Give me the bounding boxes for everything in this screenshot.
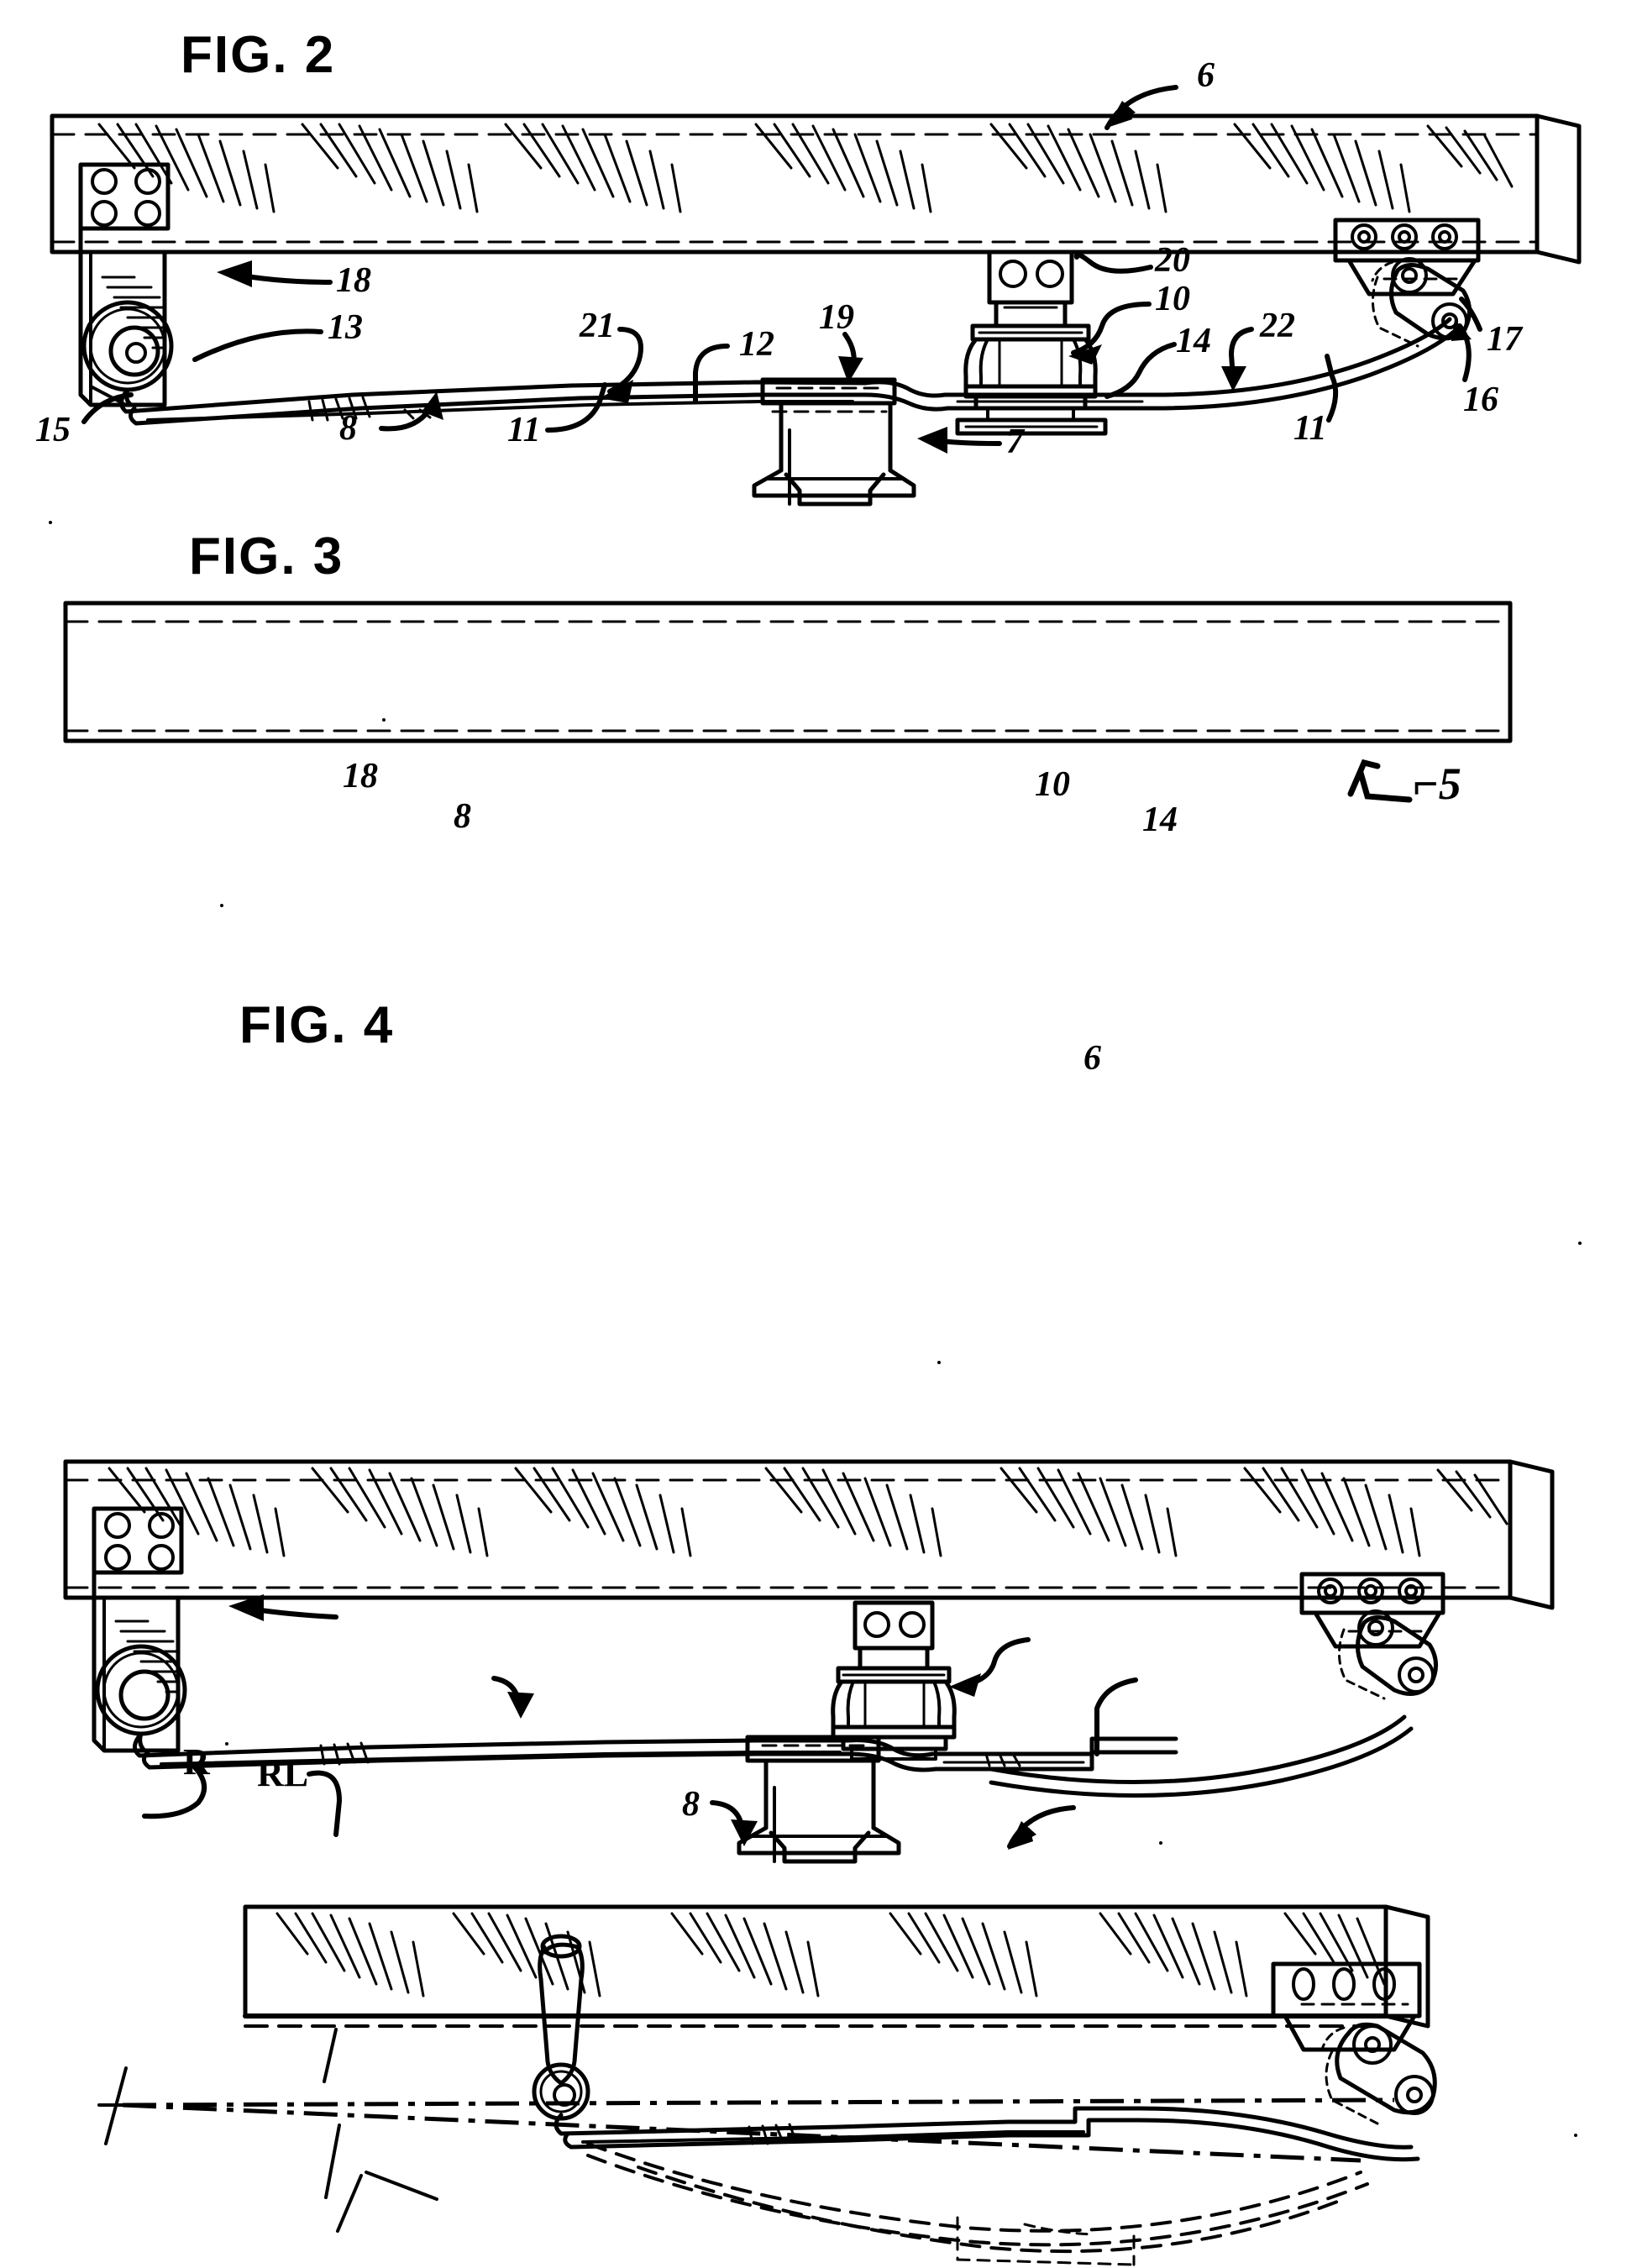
fig2-label-17: 17 xyxy=(1487,320,1522,359)
fig3-label-14: 14 xyxy=(1142,801,1178,839)
figure-4-drawing xyxy=(97,1904,1437,2266)
fig2-label-20: 20 xyxy=(1155,241,1190,280)
fig2-label-19: 19 xyxy=(819,298,854,337)
fig2-label-15: 15 xyxy=(35,411,71,449)
figure-3-title: FIG. 3 xyxy=(189,528,344,585)
figure-4-leaders xyxy=(142,1765,1076,1850)
fig2-label-8: 8 xyxy=(339,409,357,448)
fig2-label-13: 13 xyxy=(328,308,363,347)
fig2-label-14: 14 xyxy=(1176,322,1211,360)
fig2-label-12: 12 xyxy=(739,325,774,364)
fig2-label-21: 21 xyxy=(580,307,615,345)
scan-speck xyxy=(1578,1242,1582,1245)
scan-speck xyxy=(49,521,52,524)
figure-2-title: FIG. 2 xyxy=(181,26,336,84)
fig2-label-16: 16 xyxy=(1463,381,1498,419)
scan-speck xyxy=(225,1742,228,1746)
scan-speck xyxy=(220,904,223,907)
figure-3-leaders xyxy=(228,1594,1138,1756)
fig2-label-7: 7 xyxy=(1006,423,1024,461)
fig2-label-10: 10 xyxy=(1155,280,1190,318)
scan-speck xyxy=(1574,2134,1577,2137)
scan-speck xyxy=(1159,1841,1162,1845)
fig2-label-22: 22 xyxy=(1260,307,1295,345)
fig2-label-11-rear: 11 xyxy=(1293,409,1327,448)
fig4-label-R: R xyxy=(183,1741,210,1782)
figure-3-drawing xyxy=(63,601,1555,1864)
fig2-label-18: 18 xyxy=(336,261,371,300)
figure-4-title: FIG. 4 xyxy=(239,996,395,1054)
fig2-label-6: 6 xyxy=(1197,56,1215,95)
fig3-label-10: 10 xyxy=(1035,765,1070,804)
scan-speck xyxy=(937,1361,941,1364)
fig4-label-8: 8 xyxy=(682,1785,700,1824)
figure-2-leaders xyxy=(81,85,1482,803)
fig3-label-8: 8 xyxy=(454,797,471,836)
scan-speck xyxy=(382,718,386,722)
fig4-label-6: 6 xyxy=(1083,1039,1101,1078)
fig2-label-11-front: 11 xyxy=(507,411,541,449)
fig2-section-marker-5: ⌐5 xyxy=(1413,759,1461,809)
fig3-label-18: 18 xyxy=(343,757,378,795)
fig4-label-RL: RL xyxy=(257,1753,309,1794)
